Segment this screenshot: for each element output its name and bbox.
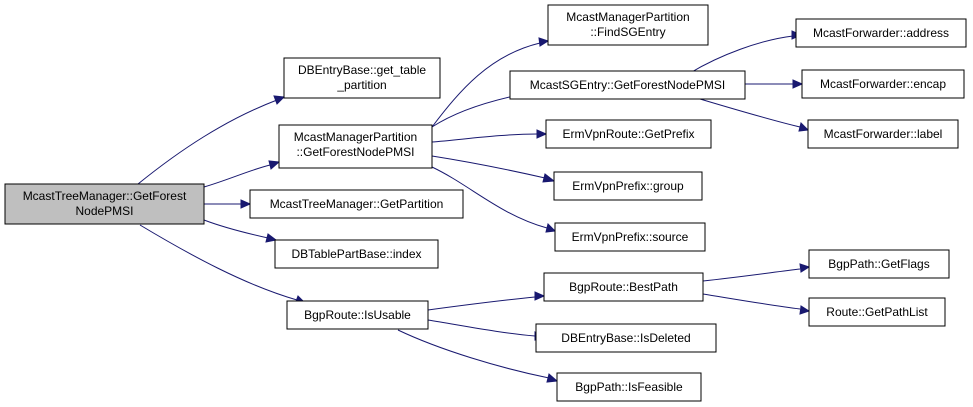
- node-label: McastForwarder::encap: [820, 77, 946, 91]
- edge-root-to-is-usable: [139, 224, 298, 301]
- edge-arrowhead: [799, 305, 811, 315]
- node-is-usable[interactable]: BgpRoute::IsUsable: [286, 300, 429, 330]
- node-erm-getprefix[interactable]: ErmVpnRoute::GetPrefix: [545, 119, 712, 149]
- node-erm-group[interactable]: ErmVpnPrefix::group: [553, 171, 703, 201]
- edge-arrowhead: [546, 373, 559, 383]
- node-sg-getforestnodepmsi[interactable]: McastSGEntry::GetForestNodePMSI: [509, 70, 746, 100]
- edge-arrowhead: [265, 233, 278, 243]
- node-label: McastForwarder::address: [813, 26, 949, 40]
- node-fwd-label[interactable]: McastForwarder::label: [807, 119, 959, 149]
- node-get-table-partition[interactable]: DBEntryBase::get_table _partition: [283, 57, 441, 99]
- edges: [137, 30, 811, 383]
- node-label: Route::GetPathList: [826, 305, 928, 319]
- edge-arrowhead: [534, 291, 546, 301]
- node-best-path[interactable]: BgpRoute::BestPath: [543, 272, 704, 302]
- node-label: BgpRoute::IsUsable: [304, 308, 411, 322]
- node-is-feasible[interactable]: BgpPath::IsFeasible: [556, 372, 702, 402]
- edge-getforest-to-erm-group: [431, 155, 546, 179]
- edge-arrowhead: [273, 95, 286, 105]
- node-root[interactable]: McastTreeManager::GetForest NodePMSI: [4, 183, 205, 225]
- node-label: McastSGEntry::GetForestNodePMSI: [530, 78, 725, 92]
- node-label-line2: _partition: [336, 78, 386, 92]
- edge-sg-getforest-to-fwd-label: [689, 95, 801, 128]
- edge-root-to-index: [203, 219, 269, 239]
- edge-arrowhead: [798, 122, 810, 132]
- node-label: BgpPath::IsFeasible: [575, 380, 683, 394]
- node-label: ErmVpnPrefix::source: [572, 230, 689, 244]
- node-index[interactable]: DBTablePartBase::index: [274, 239, 439, 269]
- edge-best-path-to-get-path-list: [702, 293, 801, 310]
- edge-is-usable-to-is-feasible: [397, 329, 550, 379]
- edge-arrowhead: [536, 129, 548, 139]
- node-label: McastTreeManager::GetPartition: [270, 197, 444, 211]
- node-get-partition[interactable]: McastTreeManager::GetPartition: [249, 189, 464, 219]
- node-label: DBTablePartBase::index: [291, 247, 421, 261]
- node-mcast-manager-partition-getforestnodepmsi[interactable]: McastManagerPartition ::GetForestNodePMS…: [278, 124, 433, 169]
- node-fwd-encap[interactable]: McastForwarder::encap: [801, 69, 965, 99]
- edge-arrowhead: [799, 263, 811, 273]
- edge-arrowhead: [240, 199, 252, 209]
- node-label-line1: DBEntryBase::get_table: [298, 63, 426, 77]
- node-label-line1: McastManagerPartition: [566, 10, 689, 24]
- node-label-line2: ::FindSGEntry: [590, 25, 665, 39]
- node-label-line2: ::GetForestNodePMSI: [296, 145, 414, 159]
- edge-sg-getforest-to-fwd-address: [689, 35, 794, 74]
- edge-arrowhead: [792, 79, 804, 89]
- node-label: ErmVpnPrefix::group: [572, 179, 684, 193]
- node-label: BgpPath::GetFlags: [828, 257, 929, 271]
- node-fwd-address[interactable]: McastForwarder::address: [795, 18, 967, 48]
- node-is-deleted[interactable]: DBEntryBase::IsDeleted: [535, 323, 717, 353]
- node-label-line2: NodePMSI: [75, 204, 133, 218]
- edge-arrowhead: [268, 160, 281, 170]
- edge-getforest-to-erm-getprefix: [431, 133, 538, 143]
- node-label: ErmVpnRoute::GetPrefix: [562, 127, 694, 141]
- edge-is-usable-to-is-deleted: [427, 319, 536, 337]
- node-label-line1: McastManagerPartition: [294, 130, 417, 144]
- node-label-line1: McastTreeManager::GetForest: [23, 189, 187, 203]
- node-label: BgpRoute::BestPath: [569, 280, 678, 294]
- edge-arrowhead: [538, 37, 550, 47]
- node-label: McastForwarder::label: [824, 127, 943, 141]
- node-erm-source[interactable]: ErmVpnPrefix::source: [554, 222, 706, 252]
- edge-root-to-get-table-partition: [137, 99, 278, 185]
- edge-getforest-to-erm-source: [431, 166, 548, 229]
- node-find-sg-entry[interactable]: McastManagerPartition ::FindSGEntry: [547, 4, 709, 46]
- edge-best-path-to-get-flags: [702, 268, 801, 282]
- node-get-path-list[interactable]: Route::GetPathList: [808, 297, 946, 327]
- edge-is-usable-to-best-path: [427, 296, 536, 311]
- node-get-flags[interactable]: BgpPath::GetFlags: [808, 249, 950, 279]
- edge-root-to-getforestnodepmsi: [203, 164, 271, 188]
- edge-arrowhead: [542, 173, 556, 183]
- node-label: DBEntryBase::IsDeleted: [561, 331, 690, 345]
- edge-getforest-to-find-sg-entry: [431, 42, 541, 128]
- edge-arrowhead: [545, 223, 557, 233]
